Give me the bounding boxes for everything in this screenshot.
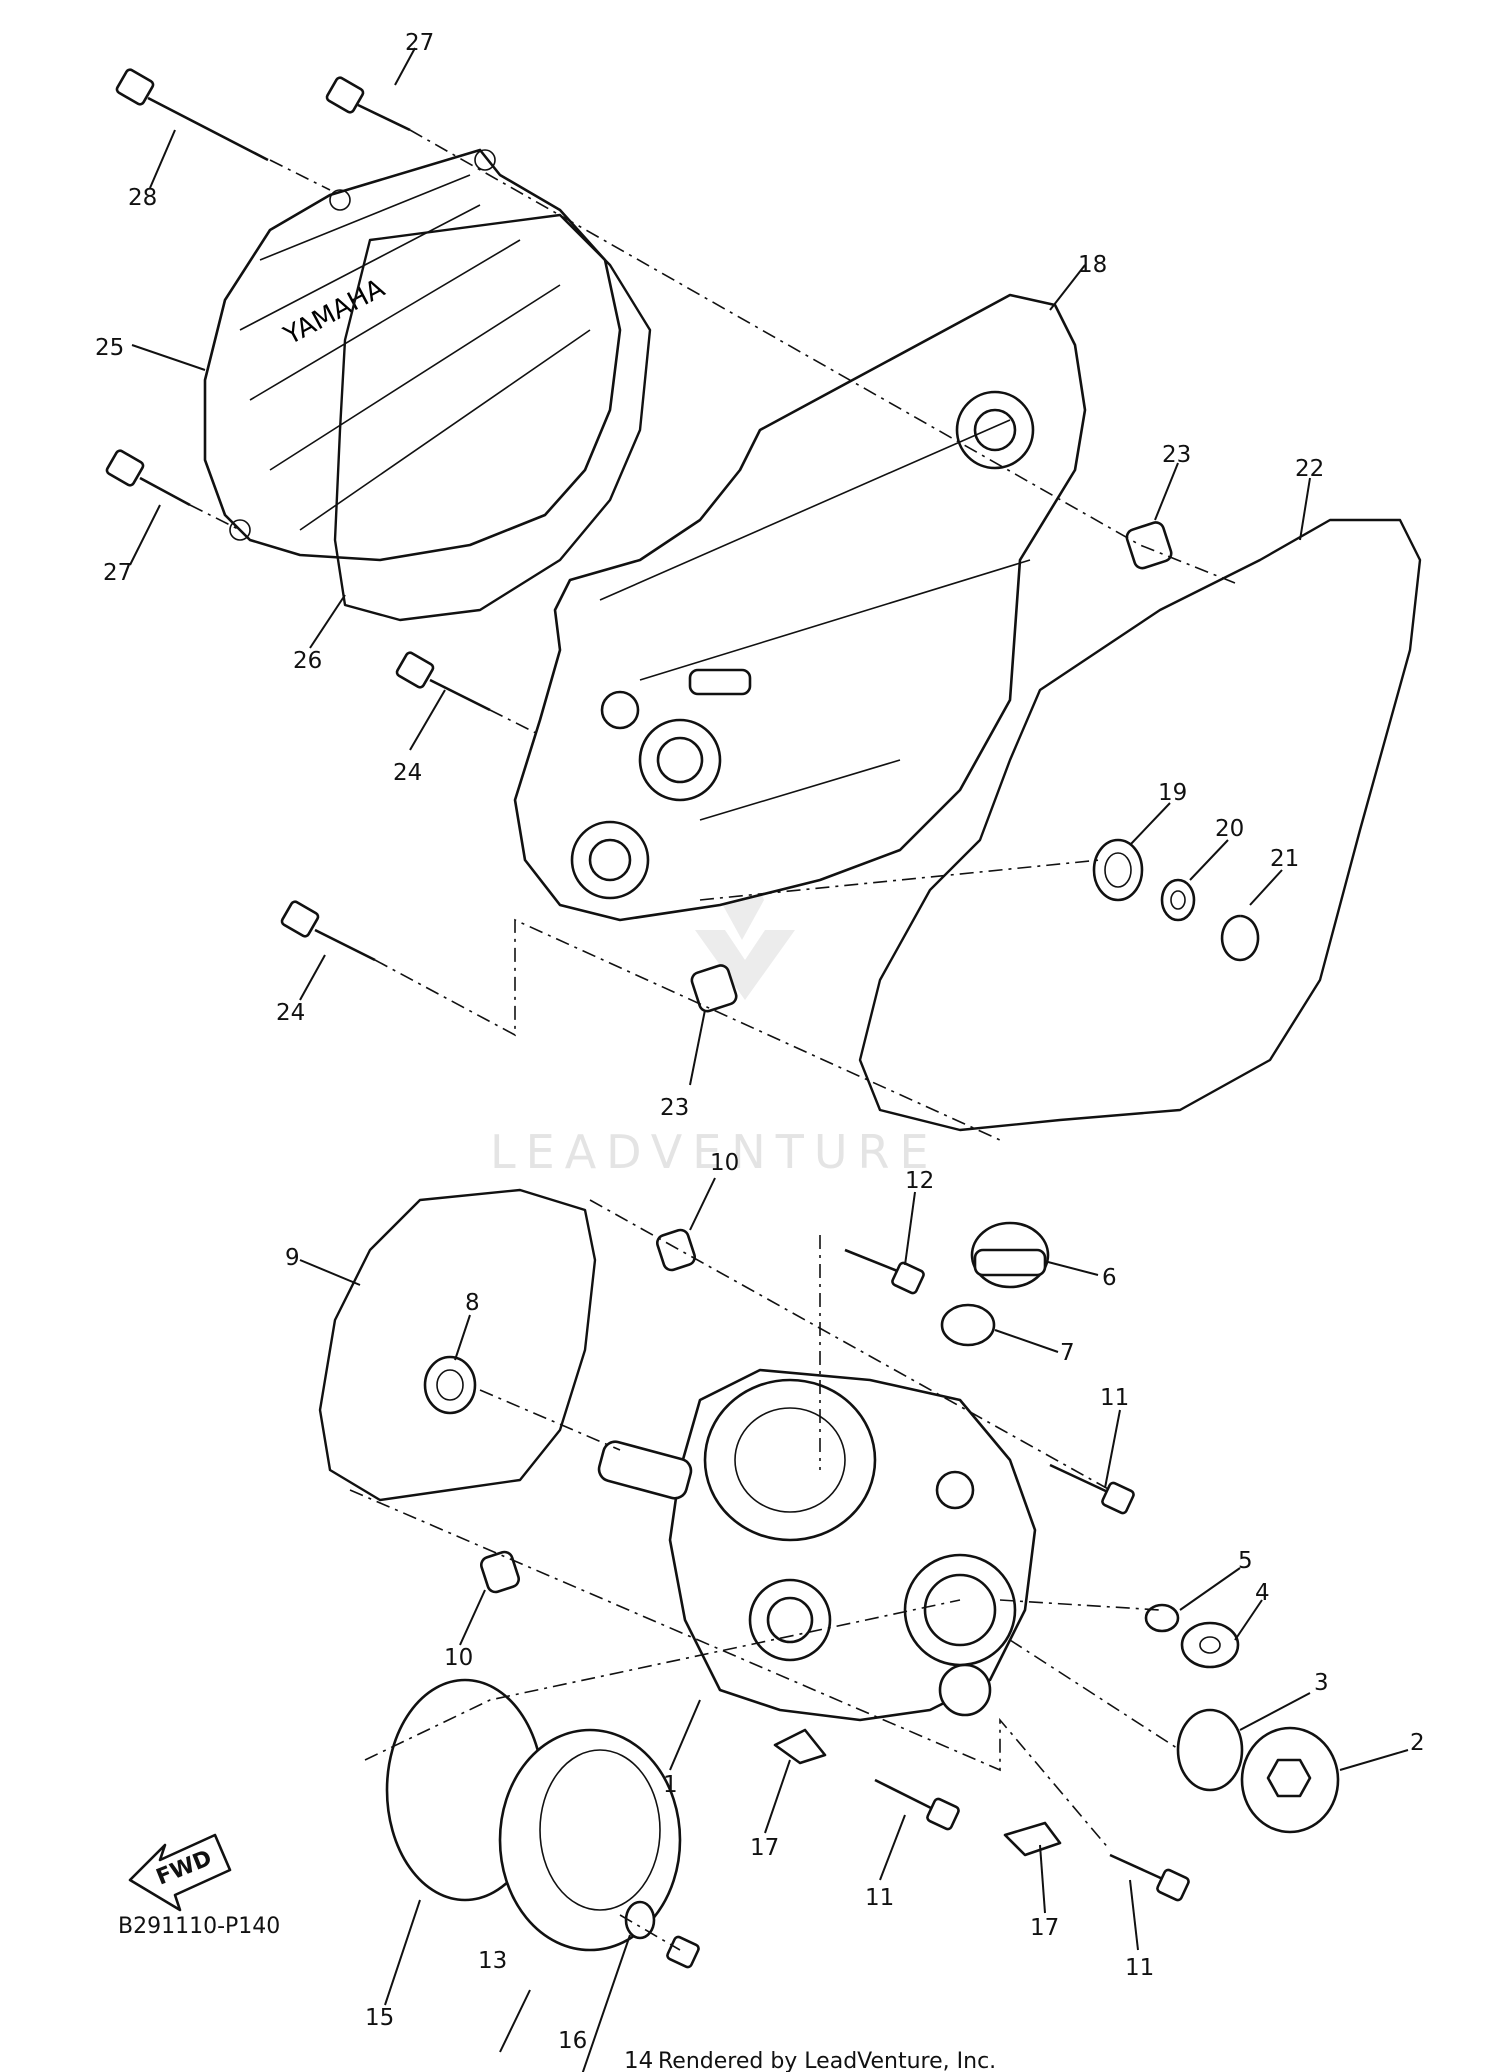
- bolt-11-right: [1049, 1463, 1135, 1515]
- oil-filler-cap: [970, 1221, 1050, 1289]
- bolt-11-mid: [874, 1778, 960, 1831]
- dowel-pin-lower: [690, 964, 738, 1013]
- leader-lines: [129, 47, 1409, 2072]
- bolt-12: [844, 1248, 925, 1295]
- cover-13: [498, 1728, 682, 1952]
- callout-11-mid: 11: [865, 1885, 894, 1911]
- callout-21: 21: [1270, 846, 1299, 872]
- right-cover-gasket: [858, 518, 1422, 1132]
- callout-12: 12: [905, 1168, 934, 1194]
- callout-17-right: 17: [1030, 1915, 1059, 1941]
- callout-28: 28: [128, 185, 157, 211]
- forward-direction-badge: FWD: [128, 1833, 232, 1912]
- callout-labels: 28 27 25 27 26 24 24 18 23 22 19 20 21 2…: [95, 30, 1425, 2072]
- water-pump-gasket: [318, 1188, 597, 1502]
- callout-20: 20: [1215, 816, 1244, 842]
- callout-4: 4: [1255, 1580, 1270, 1606]
- washer-20: [1160, 878, 1196, 922]
- oil-seal-8: [423, 1355, 477, 1415]
- o-ring-3: [1176, 1708, 1244, 1792]
- diagram-code: B291110-P140: [118, 1914, 280, 1939]
- callout-17-left: 17: [750, 1835, 779, 1861]
- render-credit: Rendered by LeadVenture, Inc.: [658, 2049, 996, 2072]
- callout-27-left: 27: [103, 560, 132, 586]
- bolt-11-low: [1109, 1853, 1190, 1902]
- callout-8: 8: [465, 1290, 480, 1316]
- o-ring-7: [940, 1303, 996, 1347]
- clamp-17-right: [1003, 1821, 1062, 1857]
- callout-1: 1: [663, 1772, 678, 1798]
- callout-9: 9: [285, 1245, 300, 1271]
- callout-6: 6: [1102, 1265, 1117, 1291]
- drain-plug-4: [1180, 1621, 1240, 1669]
- callout-2: 2: [1410, 1730, 1425, 1756]
- callout-10-lower: 10: [444, 1645, 473, 1671]
- callout-23-lower: 23: [660, 1095, 689, 1121]
- clutch-cover: YAMAHA: [203, 148, 622, 562]
- callout-7: 7: [1060, 1340, 1075, 1366]
- callout-23-upper: 23: [1162, 442, 1191, 468]
- crankcase-cover-lower: [597, 1368, 1037, 1722]
- dowel-pin-10-upper: [656, 1228, 696, 1272]
- bolt-27-top: [325, 76, 411, 132]
- callout-15: 14: [624, 2048, 653, 2072]
- callout-11-right: 11: [1100, 1385, 1129, 1411]
- callout-10-upper: 10: [710, 1150, 739, 1176]
- callout-18: 18: [1078, 252, 1107, 278]
- bolt-24-lower: [280, 900, 376, 962]
- watermark: LEADVENTURE: [490, 845, 939, 1179]
- dowel-pin-upper: [1125, 521, 1173, 570]
- oil-seal-19: [1092, 838, 1144, 902]
- plug-2: [1240, 1726, 1340, 1834]
- washer-16: [624, 1900, 656, 1940]
- circlip-21: [1220, 914, 1260, 962]
- watermark-text: LEADVENTURE: [490, 1125, 939, 1179]
- clamp-17-left: [773, 1728, 827, 1765]
- callout-24-lower: 24: [276, 1000, 305, 1026]
- callout-25: 25: [95, 335, 124, 361]
- callout-3: 3: [1314, 1670, 1329, 1696]
- callout-19: 19: [1158, 780, 1187, 806]
- callout-13: 13: [478, 1948, 507, 1974]
- callout-24-upper: 24: [393, 760, 422, 786]
- callout-16: 16: [558, 2028, 587, 2054]
- callout-14: 15: [365, 2005, 394, 2031]
- bolt-15: [666, 1935, 700, 1969]
- bolt-27-left: [105, 449, 191, 507]
- callout-26: 26: [293, 648, 322, 674]
- dowel-pin-10-lower: [480, 1550, 520, 1594]
- callout-11-low: 11: [1125, 1955, 1154, 1981]
- o-ring-5: [1144, 1603, 1180, 1633]
- crankcase-cover: [513, 293, 1087, 922]
- bolt-28: [115, 68, 269, 162]
- clutch-cover-gasket: [333, 213, 652, 622]
- callout-27-top: 27: [405, 30, 434, 56]
- bolt-24-upper: [395, 651, 491, 712]
- callout-5: 5: [1238, 1548, 1253, 1574]
- callout-22: 22: [1295, 456, 1324, 482]
